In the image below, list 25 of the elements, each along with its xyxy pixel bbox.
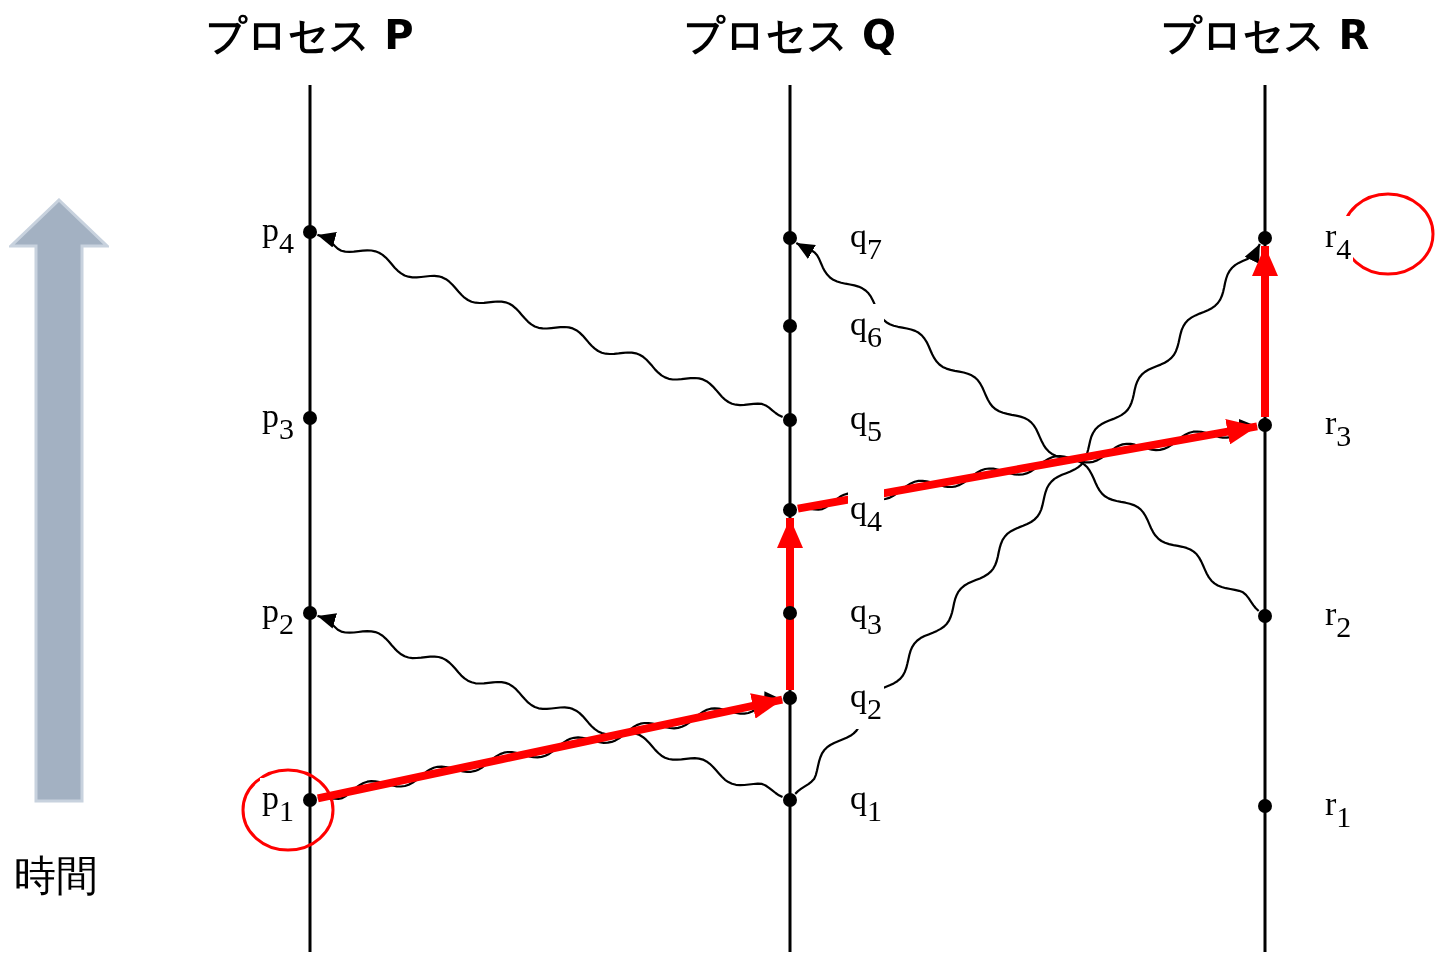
event-dot (1258, 609, 1272, 623)
event-dot (303, 606, 317, 620)
event-dot (783, 606, 797, 620)
process-heading: プロセス P (205, 11, 415, 60)
event-dot (783, 503, 797, 517)
event-dot (1258, 418, 1272, 432)
causal-path-arrow (1252, 246, 1278, 417)
event-dot (303, 793, 317, 807)
event-dot (303, 411, 317, 425)
event-dot (783, 691, 797, 705)
event-dot (783, 319, 797, 333)
event-dot (783, 413, 797, 427)
message-arrow (317, 613, 784, 799)
message-arrow (317, 232, 784, 419)
process-heading: プロセス R (1159, 11, 1371, 60)
event-dot (1258, 231, 1272, 245)
axis-label: 時間 (14, 850, 98, 902)
message-arrow (794, 243, 1261, 795)
causal-path-arrow (777, 518, 803, 690)
message-arrow (795, 242, 1260, 612)
event-dot (783, 793, 797, 807)
event-dot (1258, 799, 1272, 813)
process-heading: プロセス Q (683, 11, 897, 60)
event-dot (783, 231, 797, 245)
event-dot (303, 225, 317, 239)
